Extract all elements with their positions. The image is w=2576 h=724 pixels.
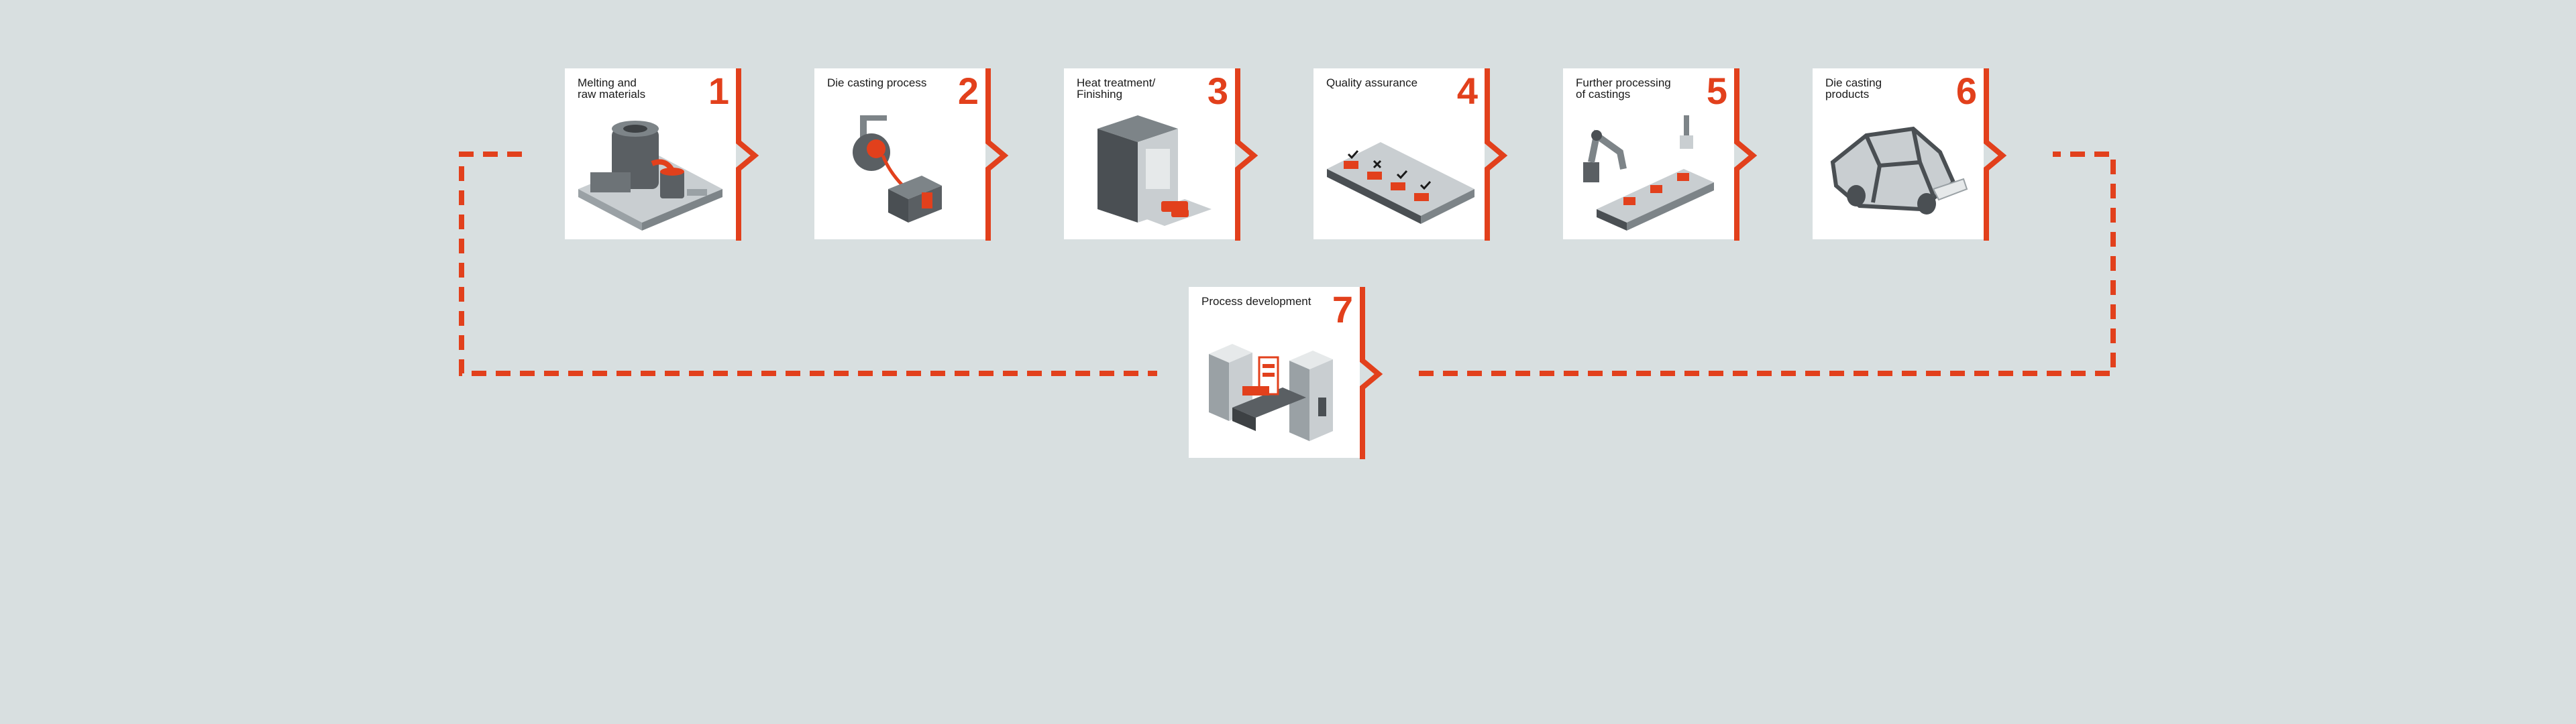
step-number: 4: [1456, 70, 1478, 112]
chevron-arrow-icon: [1235, 68, 1258, 241]
step-number: 7: [1332, 288, 1353, 330]
step-label: Melting and raw materials: [578, 76, 646, 101]
step-card: Further processing of castings 5: [1563, 68, 1734, 239]
chevron-arrow-icon: [1485, 68, 1508, 241]
step-number: 5: [1706, 70, 1727, 112]
chevron-arrow-icon: [1734, 68, 1758, 241]
chevron-arrow-icon: [736, 68, 759, 241]
robot-arm-icon: [1583, 115, 1714, 231]
step-card: Melting and raw materials 1: [565, 68, 736, 239]
chevron-arrow-icon: [1984, 68, 2007, 241]
process-step-1: Melting and raw materials 1: [565, 68, 771, 241]
step-card: Heat treatment/ Finishing 3: [1064, 68, 1235, 239]
step-label: Quality assurance: [1326, 76, 1418, 89]
process-step-4: Quality assurance 4: [1313, 68, 1519, 241]
inspection-conveyor-icon: [1327, 142, 1474, 224]
step-label: Heat treatment/ Finishing: [1077, 76, 1156, 101]
step-label: Die casting products: [1825, 76, 1882, 101]
step-label: Die casting process: [827, 76, 927, 89]
process-step-6: Die casting products 6: [1813, 68, 2019, 241]
process-step-3: Heat treatment/ Finishing 3: [1064, 68, 1270, 241]
chevron-arrow-icon: [1360, 287, 1383, 459]
process-step-5: Further processing of castings 5: [1563, 68, 1769, 241]
development-machine-icon: [1209, 344, 1333, 441]
car-body-frame-icon: [1830, 126, 1968, 215]
process-step-7: Process development 7: [1189, 287, 1395, 459]
step-card: Process development 7: [1189, 287, 1360, 458]
chevron-arrow-icon: [985, 68, 1009, 241]
step-card: Quality assurance 4: [1313, 68, 1485, 239]
step-number: 2: [957, 70, 979, 112]
process-step-2: Die casting process 2: [814, 68, 1020, 241]
step-label: Further processing of castings: [1576, 76, 1671, 101]
step-number: 1: [708, 70, 729, 112]
ladle-pouring-icon: [853, 115, 942, 223]
heat-treatment-oven-icon: [1097, 115, 1212, 226]
step-label: Process development: [1201, 295, 1311, 308]
melting-furnace-icon: [578, 121, 722, 231]
step-card: Die casting process 2: [814, 68, 985, 239]
step-card: Die casting products 6: [1813, 68, 1984, 239]
step-number: 6: [1955, 70, 1977, 112]
step-number: 3: [1207, 70, 1228, 112]
